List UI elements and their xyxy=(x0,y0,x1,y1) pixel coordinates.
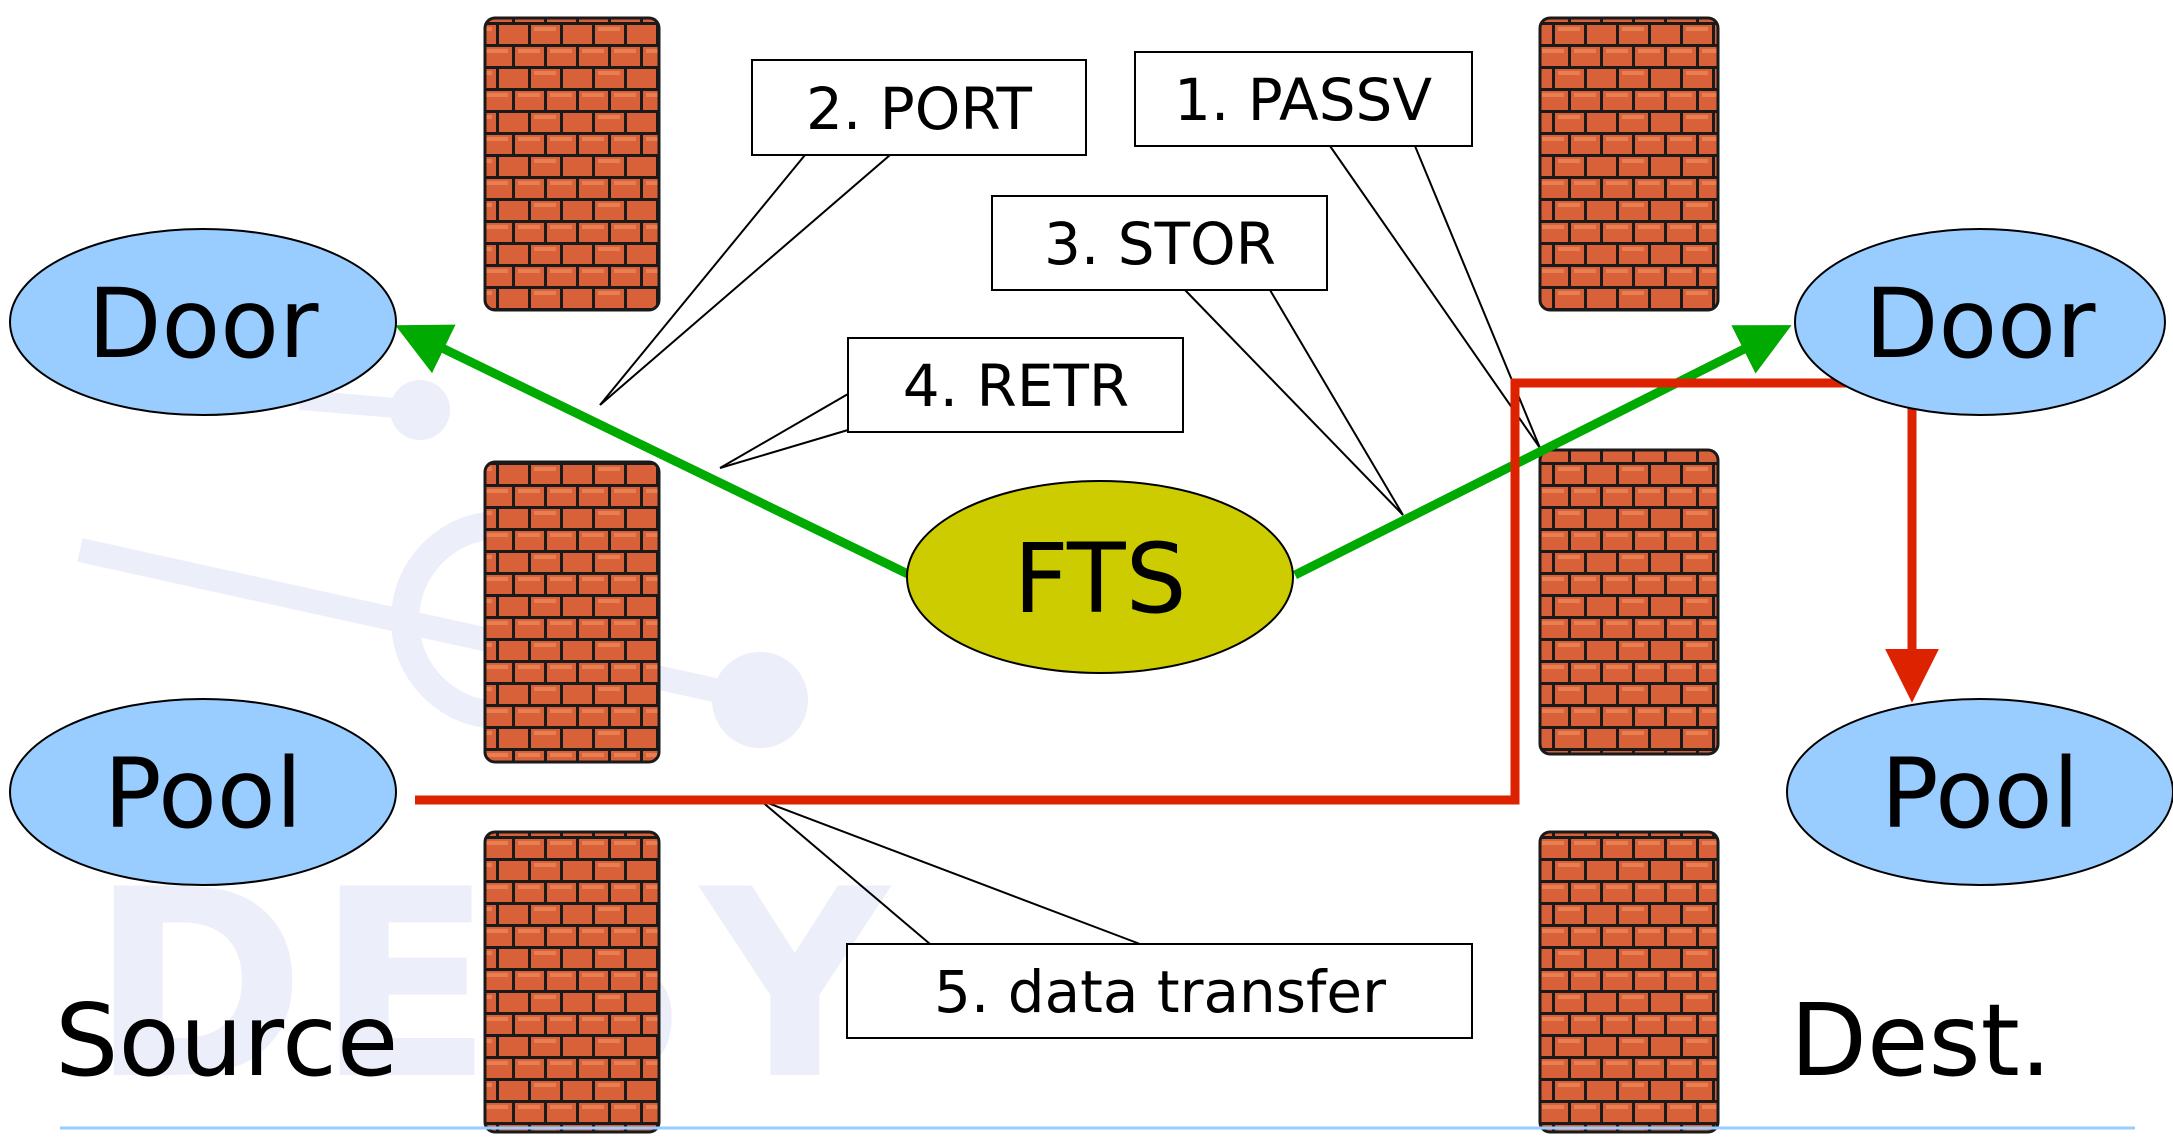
step-retr-callout: 4. RETR xyxy=(847,337,1184,433)
dest-pool-node: Pool xyxy=(1786,698,2173,886)
firewall-icon xyxy=(1538,830,1720,1134)
source-pool-label: Pool xyxy=(104,738,303,850)
dest-side-label: Dest. xyxy=(1790,982,2052,1099)
step-port-callout: 2. PORT xyxy=(751,59,1087,156)
firewall-icon xyxy=(1538,16,1720,312)
step-port-label: 2. PORT xyxy=(806,75,1032,143)
source-side-label: Source xyxy=(55,982,398,1099)
dest-door-node: Door xyxy=(1794,228,2166,416)
step-stor-callout: 3. STOR xyxy=(991,195,1328,291)
dest-door-label: Door xyxy=(1865,268,2096,380)
fts-node: FTS xyxy=(906,480,1294,674)
firewall-icon xyxy=(1538,448,1720,756)
dest-pool-label: Pool xyxy=(1881,738,2080,850)
source-door-node: Door xyxy=(9,228,397,416)
control-arrow-to-source-door xyxy=(395,324,912,580)
step-transfer-label: 5. data transfer xyxy=(934,958,1386,1026)
source-pool-node: Pool xyxy=(9,698,397,886)
control-arrow-to-dest-door xyxy=(1292,325,1792,580)
step-transfer-callout: 5. data transfer xyxy=(846,943,1473,1039)
firewall-icon xyxy=(483,16,661,312)
control-connection-arrows xyxy=(395,324,1792,580)
step-passv-callout: 1. PASSV xyxy=(1134,51,1473,147)
firewall-icon xyxy=(483,830,661,1134)
firewall-icon xyxy=(483,460,661,764)
step-retr-label: 4. RETR xyxy=(903,352,1129,420)
data-transfer-path xyxy=(415,378,1939,805)
fts-label: FTS xyxy=(1013,523,1186,635)
step-passv-label: 1. PASSV xyxy=(1174,66,1432,134)
step-stor-label: 3. STOR xyxy=(1044,210,1276,278)
source-door-label: Door xyxy=(88,268,319,380)
